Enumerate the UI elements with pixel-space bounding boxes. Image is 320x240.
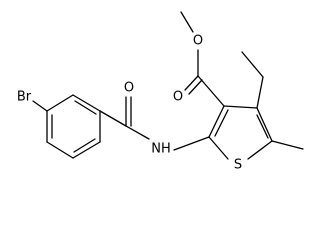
bond-ring-carbonyl — [99, 110, 127, 127]
bond-ring-4 — [72, 141, 101, 159]
bond-c5-s — [247, 140, 273, 160]
bond-ester-co-2 — [188, 79, 203, 95]
benzene-ring — [46, 94, 101, 159]
bond-ring-2 — [72, 94, 101, 112]
bond-ethyl-1 — [256, 76, 264, 109]
bond-n-thiophene — [173, 136, 210, 151]
bond-s-c2 — [208, 136, 229, 160]
bromine-label: Br — [17, 90, 32, 105]
bond-o-methyl — [180, 11, 194, 33]
bond-ethyl-2 — [241, 51, 264, 78]
thiophene-ring — [208, 105, 273, 160]
amide-oxygen-label: O — [124, 81, 134, 96]
ester-oxygen-label: O — [193, 34, 203, 49]
amine-label: NH — [151, 142, 171, 157]
bond-c3-ester-c — [197, 75, 225, 107]
bond-ring-4-inner — [73, 138, 96, 153]
bond-c4-c5-inner — [256, 114, 269, 139]
bond-ring-2-inner — [74, 100, 97, 115]
bond-amide-cn — [125, 125, 150, 140]
bond-c4-c5 — [256, 107, 273, 142]
bond-ring-5 — [46, 141, 74, 159]
bond-ester-co-1 — [184, 75, 199, 91]
bond-c-br — [32, 100, 48, 112]
bond-c2-c3-inner — [214, 109, 229, 137]
sulfur-label: S — [234, 158, 242, 173]
structure-canvas: Br O NH S O O — [17, 11, 304, 173]
molecule-drawing: Br O NH S O O — [17, 11, 304, 173]
bond-methyl — [271, 140, 304, 150]
bond-c2-c3 — [208, 105, 225, 138]
bond-c3-c4 — [223, 105, 258, 109]
ester-carbonyl-oxygen-label: O — [173, 90, 183, 105]
bond-ring-1 — [46, 94, 74, 112]
